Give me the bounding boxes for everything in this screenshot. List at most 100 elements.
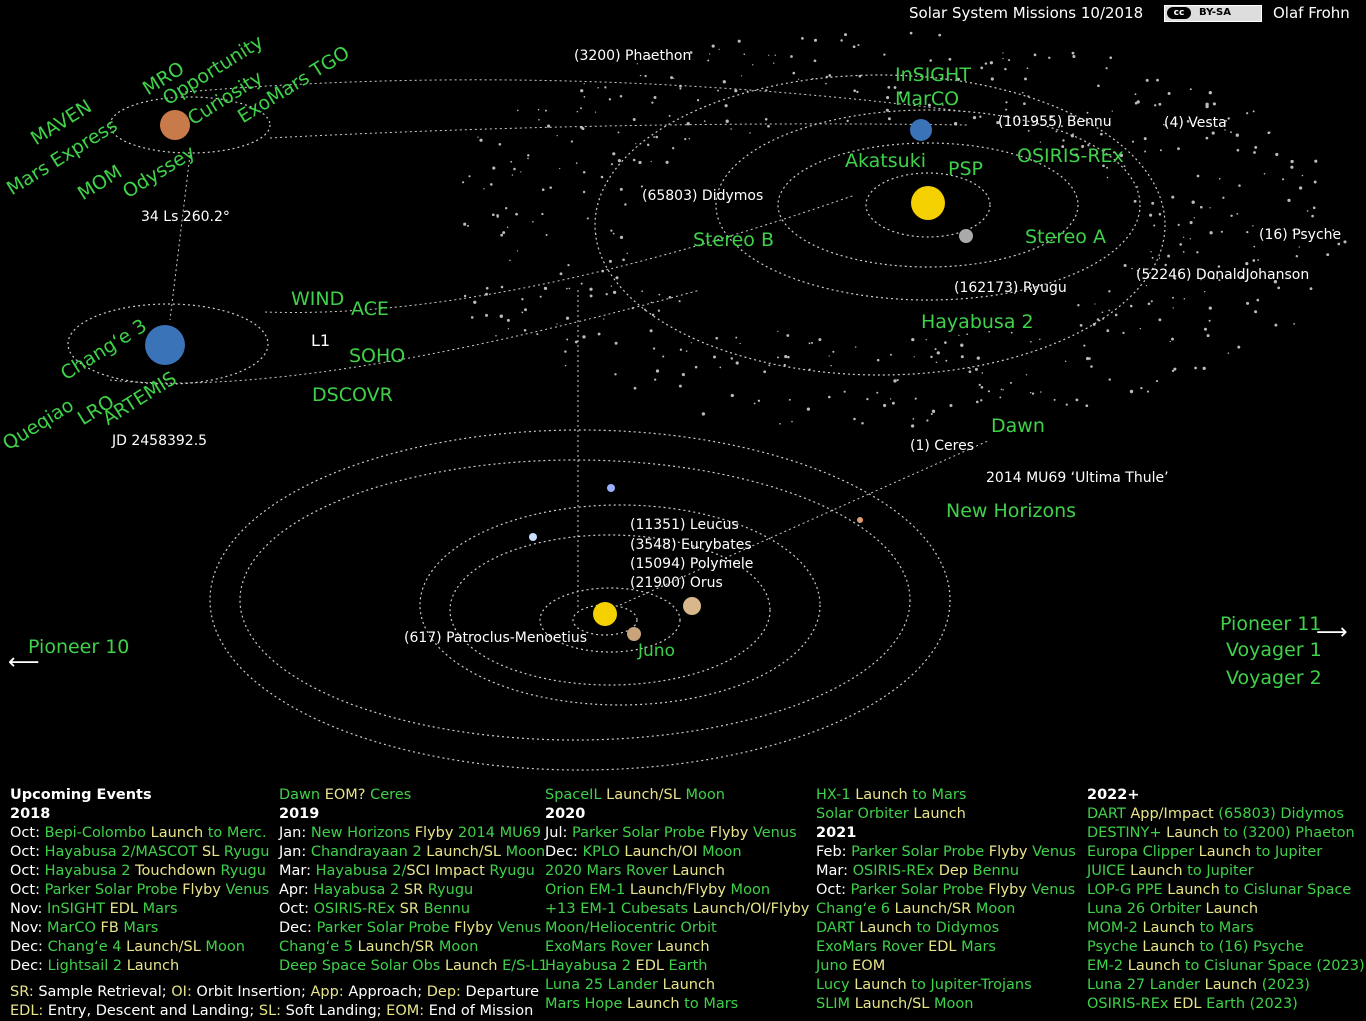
trojan-leucus: (11351) Leucus xyxy=(630,517,739,533)
asteroid-dot xyxy=(1208,319,1211,322)
asteroid-dot xyxy=(797,78,800,80)
asteroid-dot xyxy=(1275,152,1279,157)
asteroid-dot xyxy=(810,341,814,344)
asteroid-dot xyxy=(1131,140,1135,143)
event-text: LOP-G PPE xyxy=(1087,882,1168,898)
asteroid-dot xyxy=(1106,329,1110,333)
event-row: Jan: Chandrayaan 2 Launch/SL Moon xyxy=(279,843,548,862)
asteroid-dot xyxy=(1085,404,1089,408)
event-text: SR xyxy=(403,882,424,898)
asteroid-dot xyxy=(532,220,534,223)
asteroid-dot xyxy=(966,333,969,336)
mission-marco: MarCO xyxy=(895,88,960,110)
trojan-polymele: (15094) Polymele xyxy=(630,556,754,572)
asteroid-dot xyxy=(719,366,722,369)
asteroid-dot xyxy=(556,323,558,325)
asteroid-dot xyxy=(739,342,741,345)
asteroid-dot xyxy=(1155,380,1159,383)
event-year: 2021 xyxy=(816,825,857,841)
asteroid-dot xyxy=(1171,195,1175,199)
asteroid-dot xyxy=(614,341,618,345)
asteroid-dot xyxy=(1222,196,1225,199)
asteroid-dot xyxy=(1123,263,1127,268)
asteroid-dot xyxy=(1000,388,1003,391)
earth xyxy=(145,325,185,365)
asteroid-dot xyxy=(1077,303,1080,307)
asteroid-dot xyxy=(1236,148,1240,152)
event-text: EDL xyxy=(635,958,664,974)
event-year: 2022+ xyxy=(1087,787,1140,803)
asteroid-dot xyxy=(608,259,612,263)
asteroid-dot xyxy=(575,162,578,164)
asteroid-dot xyxy=(779,422,781,425)
asteroid-dot xyxy=(1053,398,1056,401)
asteroid-dot xyxy=(1072,133,1075,136)
asteroid-dot xyxy=(1256,298,1260,302)
asteroid-dot xyxy=(958,334,960,337)
asteroid-dot xyxy=(694,365,698,369)
mission-stereo-a: Stereo A xyxy=(1025,226,1106,248)
asteroid-dot xyxy=(652,347,656,350)
event-text: Mars xyxy=(137,901,178,917)
asteroid-dot xyxy=(784,355,788,359)
asteroid-dot xyxy=(972,115,977,120)
asteroid-dot xyxy=(1246,230,1249,234)
asteroid-dot xyxy=(1186,120,1190,123)
asteroid-dot xyxy=(653,96,657,99)
event-row: Psyche Launch to (16) Psyche xyxy=(1087,938,1365,957)
event-row: ExoMars Rover Launch xyxy=(545,938,809,957)
asteroid-dot xyxy=(1147,302,1151,306)
asteroid-dot xyxy=(976,356,980,360)
event-text: Venus xyxy=(492,920,542,936)
asteroid-dot xyxy=(632,158,636,162)
asteroid-dot xyxy=(926,419,929,422)
event-row: Dec: KPLO Launch/OI Moon xyxy=(545,843,809,862)
asteroid-dot xyxy=(1172,307,1174,309)
mercury xyxy=(959,229,973,243)
asteroid-dot xyxy=(752,64,754,66)
asteroid-dot xyxy=(646,143,650,147)
asteroid-dot xyxy=(1191,200,1195,204)
asteroid-dot xyxy=(1238,184,1241,187)
legend-desc: Sample Retrieval; xyxy=(33,984,172,1000)
asteroid-dot xyxy=(1235,133,1239,137)
asteroid-dot xyxy=(612,232,615,235)
asteroid-dot xyxy=(711,44,715,48)
asteroid-dot xyxy=(1146,390,1150,393)
event-text: Launch xyxy=(672,863,725,879)
event-text: Launch xyxy=(1198,844,1252,860)
asteroid-dot xyxy=(1218,177,1221,180)
asteroid-dot xyxy=(818,338,822,342)
event-text: Dawn xyxy=(279,787,325,803)
asteroid-dot xyxy=(709,53,711,55)
asteroid-dot xyxy=(996,121,1000,125)
event-text: MarCO xyxy=(47,920,101,936)
mission-insight: InSIGHT xyxy=(895,64,971,86)
asteroid-dot xyxy=(635,143,637,145)
event-row: Oct: OSIRIS-REx SR Bennu xyxy=(279,900,548,919)
mission-dscovr: DSCOVR xyxy=(312,384,393,406)
asteroid-dot xyxy=(510,160,513,163)
asteroid-dot xyxy=(576,110,579,113)
asteroid-dot xyxy=(1022,91,1024,94)
asteroid-dot xyxy=(1131,267,1133,270)
event-row: Dec: Chang‘e 4 Launch/SL Moon xyxy=(10,938,269,957)
asteroid-dot xyxy=(1050,115,1053,119)
asteroid-dot xyxy=(1269,131,1271,133)
asteroid-dot xyxy=(883,53,886,56)
asteroid-dot xyxy=(1134,93,1137,96)
asteroid-dot xyxy=(930,412,933,416)
event-text: Launch xyxy=(1166,825,1219,841)
asteroid-dot xyxy=(730,357,734,360)
asteroid-dot xyxy=(608,98,612,101)
event-text: Ryugu xyxy=(215,863,266,879)
event-text: Moon xyxy=(434,939,479,955)
asteroid-dot xyxy=(633,386,637,390)
asteroid-dot xyxy=(718,48,720,51)
asteroid-dot xyxy=(1343,240,1347,244)
asteroid-dot xyxy=(1274,323,1278,327)
cc-icon: cc xyxy=(1167,7,1191,19)
asteroid-dot xyxy=(1171,337,1174,341)
event-text: Hayabusa 2/MASCOT xyxy=(44,844,203,860)
